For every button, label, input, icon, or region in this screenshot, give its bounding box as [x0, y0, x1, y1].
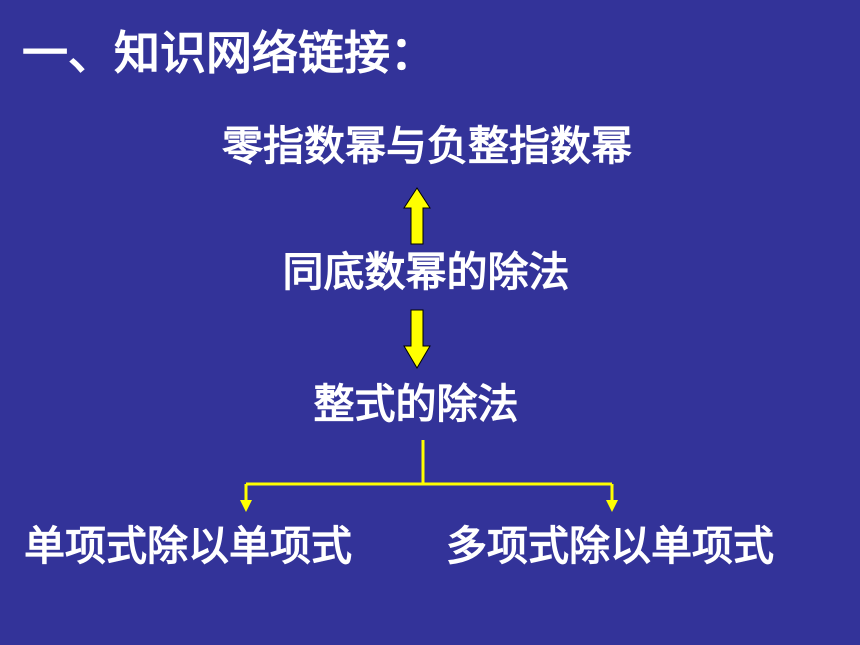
- down-arrow: [403, 309, 431, 369]
- right-branch-arrowhead: [606, 500, 618, 512]
- node-polynomial-division: 整式的除法: [313, 380, 519, 428]
- left-branch-arrowhead: [240, 500, 252, 512]
- slide-title: 一、知识网络链接：: [22, 26, 436, 80]
- node-zero-negative-exponent: 零指数幂与负整指数幂: [222, 122, 632, 170]
- node-monomial-by-monomial: 单项式除以单项式: [24, 522, 352, 570]
- node-same-base-power-division: 同底数幂的除法: [282, 248, 570, 296]
- up-arrow: [403, 187, 431, 245]
- node-polynomial-by-monomial: 多项式除以单项式: [446, 522, 774, 570]
